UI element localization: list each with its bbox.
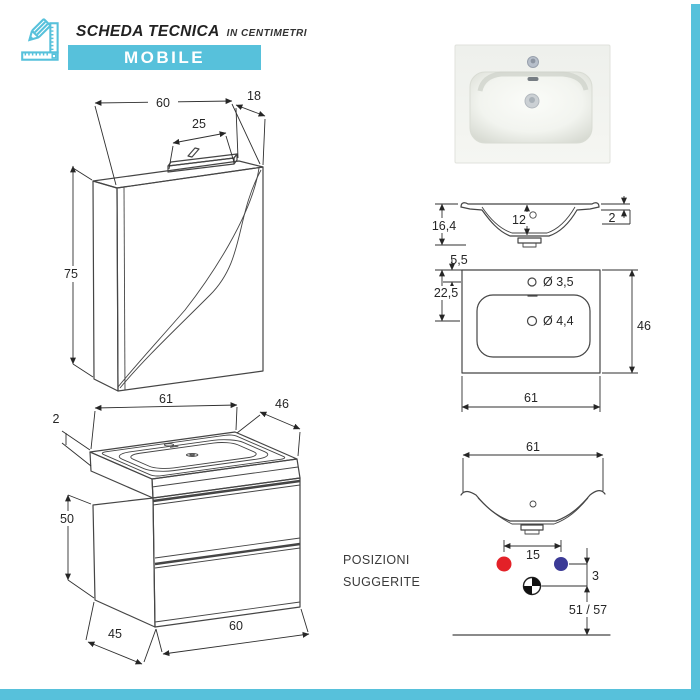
dim-vanity-top-depth: 46 [275, 397, 289, 411]
dim-bowl-depth: 12 [512, 213, 526, 227]
drain-hole-plan [526, 315, 538, 327]
dim-plan-depth: 46 [637, 319, 651, 333]
units-note: IN CENTIMETRI [226, 28, 308, 39]
vanity-sink-top [90, 432, 297, 479]
dim-vanity-bottom-width: 60 [229, 619, 243, 633]
tap-hole-front [529, 500, 537, 508]
dim-vanity-height: 50 [60, 512, 74, 526]
cold-water-dot [554, 557, 568, 571]
dim-section-height: 16,4 [432, 219, 456, 233]
drain-datum-symbol [522, 576, 542, 596]
mirror-cabinet-drawing: 60 18 25 75 [60, 89, 266, 392]
vanity-side-face [92, 497, 156, 628]
suggested-positions-drawing: 61 15 3 51 / 57 [452, 440, 611, 636]
mirror-wave-line [119, 169, 262, 389]
page-title: SCHEDA TECNICA [76, 23, 220, 40]
base-cabinet-drawing: 61 46 2 50 45 60 [53, 392, 310, 665]
dim-mounting-height: 51 / 57 [569, 603, 607, 617]
header: SCHEDA TECNICA IN CENTIMETRI [76, 23, 307, 41]
dim-rim-thickness: 2 [609, 211, 616, 225]
drawer-groove [154, 542, 301, 566]
overflow-slot [527, 77, 539, 81]
dim-tap-spacing: 15 [526, 548, 540, 562]
led-light-bar [167, 147, 238, 173]
mirror-wave-line [117, 167, 260, 388]
dim-drain-offset: 22,5 [434, 286, 458, 300]
dim-mirror-width: 60 [156, 96, 170, 110]
basin-section-drawing: 16,4 12 2 [430, 196, 631, 248]
dim-tap-drop: 3 [592, 569, 599, 583]
dim-mirror-height: 75 [64, 267, 78, 281]
cabinet-side-face [92, 180, 119, 392]
dim-drain-diameter: Ø 4,4 [543, 314, 574, 328]
basin-plan-drawing: Ø 3,5 Ø 4,4 5,5 22,5 46 61 [431, 253, 651, 412]
dim-vanity-top-width: 61 [159, 392, 173, 406]
ruler-pencil-icon [21, 18, 59, 61]
dim-vanity-bottom-depth: 45 [108, 627, 122, 641]
cabinet-front-face [116, 166, 264, 392]
dim-basin-edge: 2 [53, 412, 60, 426]
dim-plan-width: 61 [524, 391, 538, 405]
suggested-positions-label: POSIZIONI SUGGERITE [343, 549, 420, 593]
hot-water-dot [496, 556, 512, 572]
washbasin-photo [454, 44, 611, 164]
tap-hole-plan [527, 277, 537, 287]
accent-bar-right [691, 4, 700, 700]
dim-positions-width: 61 [526, 440, 540, 454]
dim-tap-hole-diameter: Ø 3,5 [543, 275, 574, 289]
category-banner: MOBILE [68, 45, 261, 70]
tap-hole-section [529, 211, 537, 219]
positions-label-line2: SUGGERITE [343, 575, 421, 589]
dim-tap-offset: 5,5 [450, 253, 467, 267]
dim-mirror-depth: 18 [247, 89, 261, 103]
accent-bar-bottom [0, 689, 700, 700]
dim-light-width: 25 [192, 117, 206, 131]
positions-label-line1: POSIZIONI [343, 553, 410, 567]
